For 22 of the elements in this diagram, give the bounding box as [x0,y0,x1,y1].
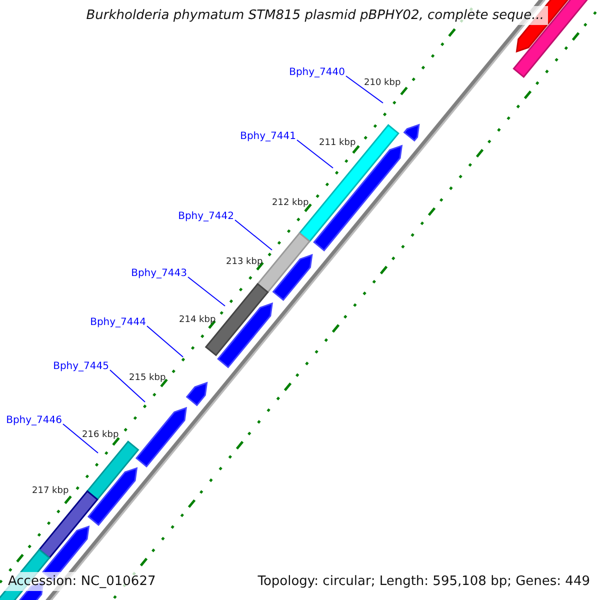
gene-label: Bphy_7446 [6,415,62,427]
leader-line [346,76,384,104]
scale-label: 212 kbp [272,198,309,209]
gene-label: Bphy_7445 [53,361,109,373]
gene-label: Bphy_7443 [131,268,187,280]
scale-label: 215 kbp [129,373,166,384]
gene-label: Bphy_7444 [90,317,146,329]
scale-label: 217 kbp [32,486,69,497]
leader-line [188,276,226,306]
scale-label: 210 kbp [364,78,401,89]
gene-label: Bphy_7440 [289,67,345,79]
gene-label: Bphy_7442 [178,211,234,223]
leader-line [234,220,272,250]
leader-line [146,326,184,358]
scale-label: 211 kbp [319,138,356,149]
scale-label: 214 kbp [179,315,216,326]
leader-line [110,370,146,402]
leader-line [62,424,98,454]
leader-line [296,140,334,168]
scale-label: 216 kbp [82,430,119,441]
gene-label: Bphy_7441 [240,131,296,143]
scale-label: 213 kbp [226,257,263,268]
